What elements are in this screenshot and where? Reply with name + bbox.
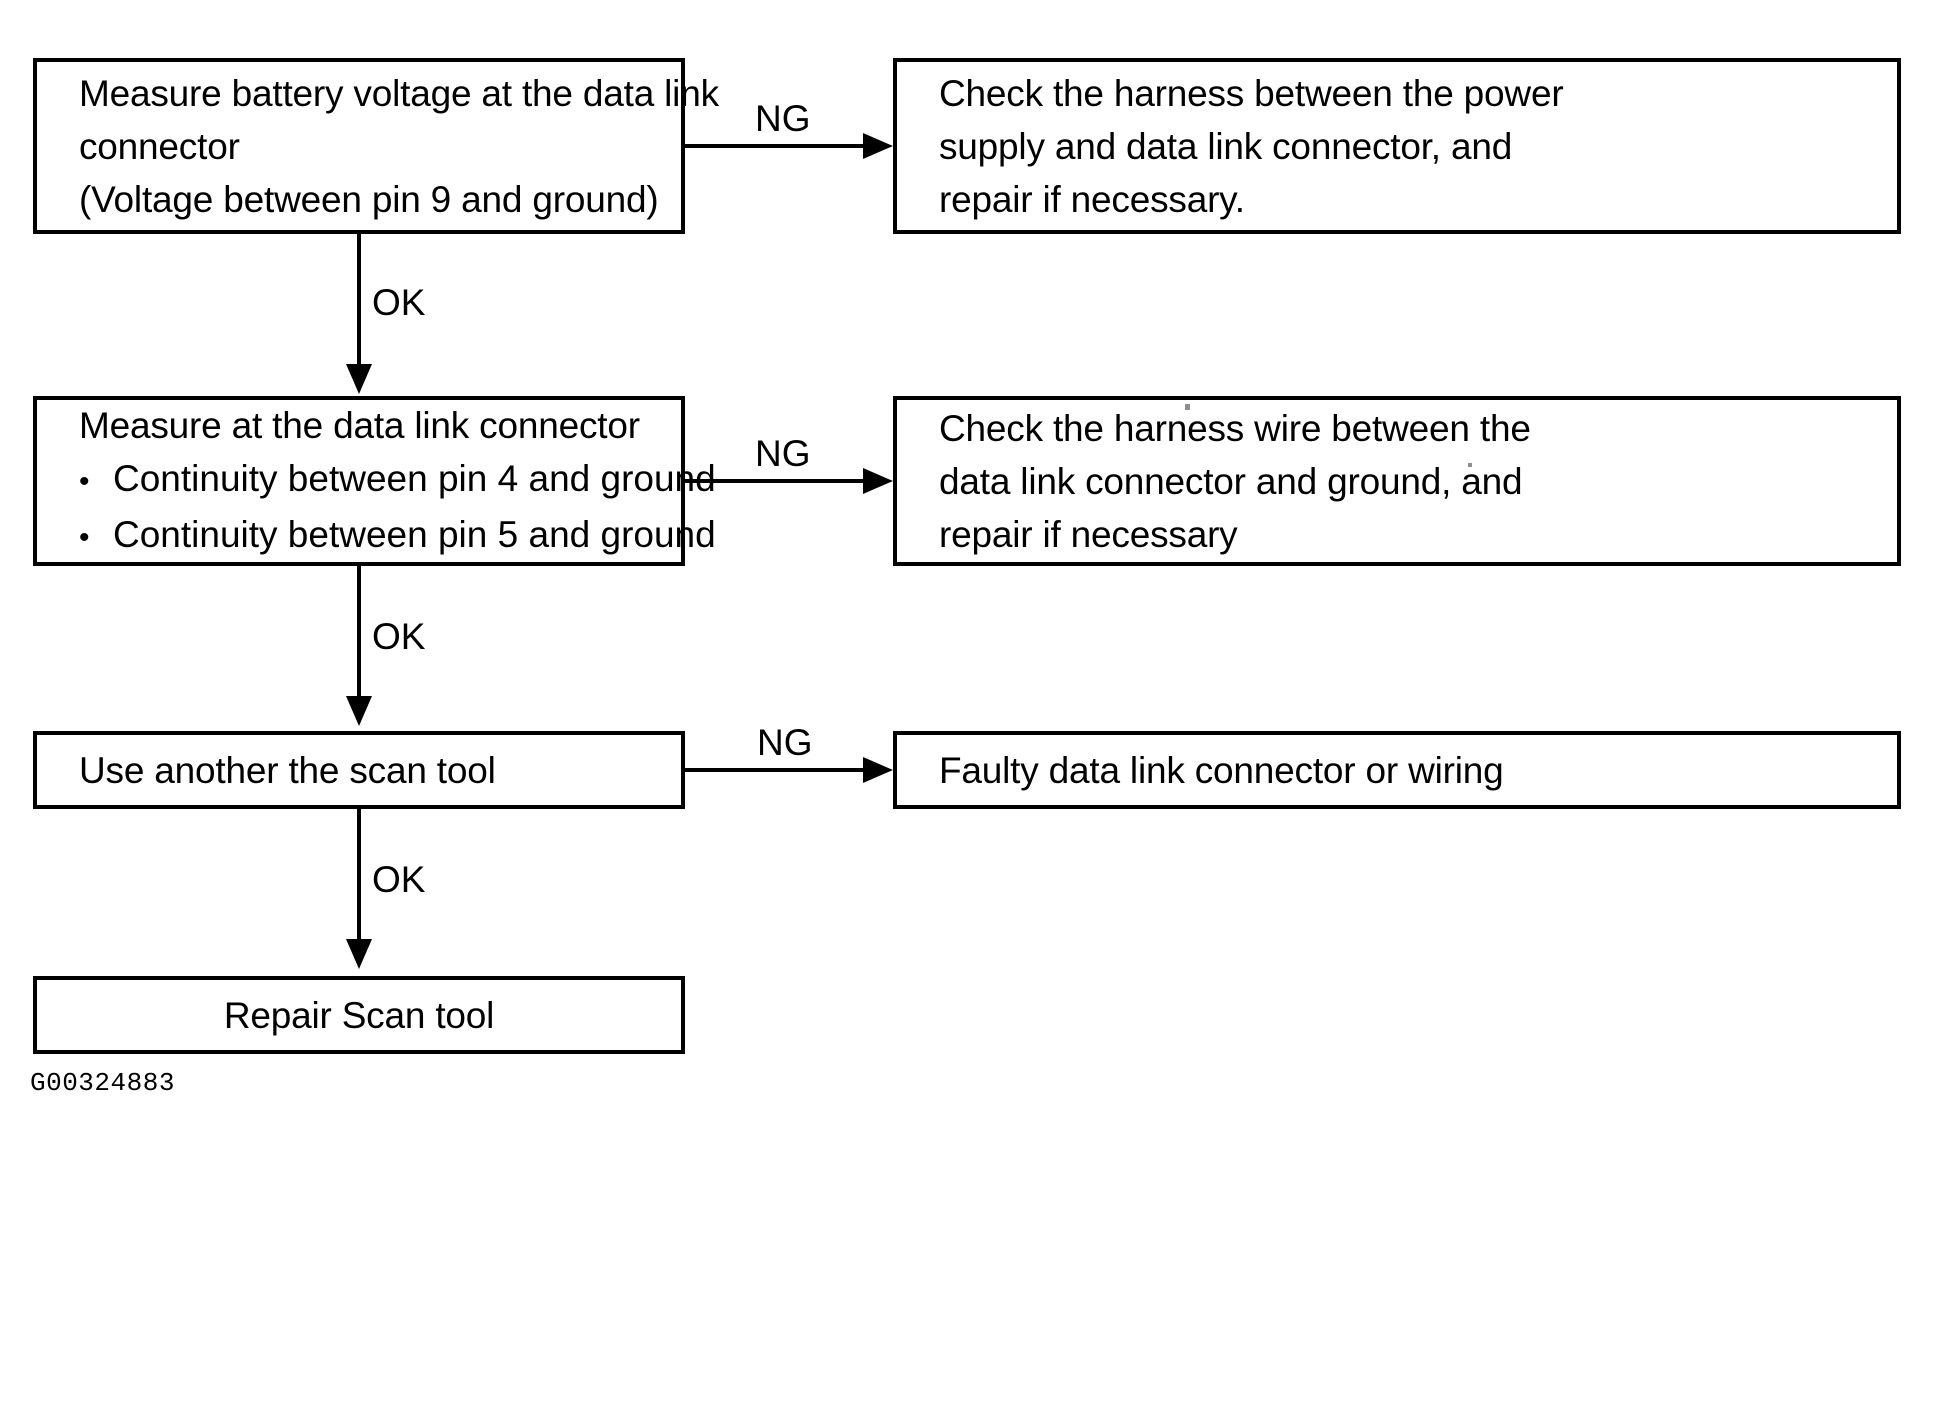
edge-ok-3-line	[357, 809, 361, 941]
edge-label-ok-1: OK	[372, 282, 426, 323]
node-use-another-scan-tool: Use another the scan tool	[33, 731, 685, 809]
node-bullet-item: • Continuity between pin 5 and ground	[37, 508, 716, 564]
bullet-label: Continuity between pin 4 and ground	[113, 457, 716, 499]
edge-ng-2-line	[685, 479, 865, 483]
edge-label-ng-3: NG	[757, 722, 813, 763]
node-bullet-item: • Continuity between pin 4 and ground	[37, 452, 716, 508]
node-line: connector	[79, 125, 240, 167]
edge-ok-1-arrowhead	[346, 364, 372, 394]
bullet-icon: •	[79, 520, 90, 554]
node-line: Check the harness wire between the	[939, 407, 1531, 449]
bullet-label: Continuity between pin 5 and ground	[113, 513, 716, 555]
edge-ng-1-arrowhead	[863, 133, 893, 159]
node-measure-battery-voltage: Measure battery voltage at the data link…	[33, 58, 719, 234]
node-line: Faulty data link connector or wiring	[939, 749, 1504, 791]
edge-label-ng-2: NG	[755, 433, 811, 474]
node-measure-at-data-link-connector: Measure at the data link connector • Con…	[33, 396, 716, 566]
node-check-harness-power-supply: Check the harness between the power supp…	[893, 58, 1901, 234]
edge-label-ok-2: OK	[372, 616, 426, 657]
node-check-harness-wire-ground: Check the harness wire between the data …	[893, 396, 1901, 566]
node-heading: Measure at the data link connector	[79, 404, 640, 446]
node-line: Check the harness between the power	[939, 72, 1564, 114]
node-repair-scan-tool: Repair Scan tool	[33, 976, 685, 1054]
edge-label-ng-1: NG	[755, 98, 811, 139]
edge-ng-3-arrowhead	[863, 757, 893, 783]
node-line: Repair Scan tool	[223, 994, 495, 1036]
edge-ng-2-arrowhead	[863, 468, 893, 494]
node-line: (Voltage between pin 9 and ground)	[79, 178, 659, 220]
bullet-icon: •	[79, 464, 90, 498]
node-line: Measure battery voltage at the data link	[79, 72, 719, 114]
node-line: repair if necessary	[939, 513, 1238, 555]
edge-ok-3-arrowhead	[346, 939, 372, 969]
scan-artifact-speck	[1468, 463, 1472, 467]
figure-code: G00324883	[30, 1068, 175, 1098]
edge-label-ok-3: OK	[372, 859, 426, 900]
edge-ok-2-arrowhead	[346, 696, 372, 726]
edge-ng-1-line	[685, 144, 865, 148]
node-line: data link connector and ground, and	[939, 460, 1523, 502]
node-line: repair if necessary.	[939, 178, 1245, 220]
node-line: supply and data link connector, and	[939, 125, 1513, 167]
scan-artifact-speck	[1185, 404, 1190, 410]
node-faulty-data-link-connector: Faulty data link connector or wiring	[893, 731, 1901, 809]
node-line: Use another the scan tool	[79, 749, 496, 791]
edge-ng-3-line	[685, 768, 865, 772]
edge-ok-1-line	[357, 234, 361, 366]
edge-ok-2-line	[357, 566, 361, 698]
